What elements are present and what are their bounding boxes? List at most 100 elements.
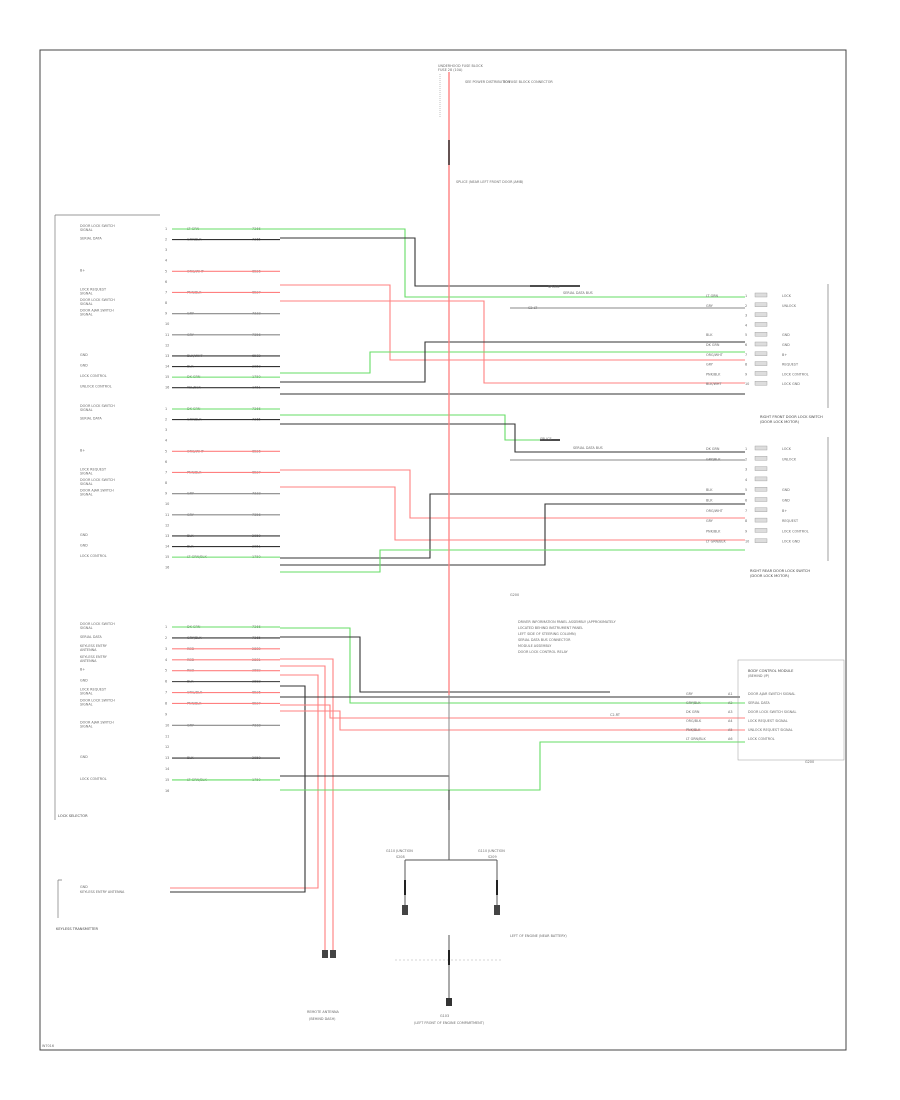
wire-color-label: GRY [686,692,694,696]
pin-number: 12 [165,523,169,527]
wire-route [170,674,319,889]
pin-number: 1 [165,625,167,629]
pin-function-label: B+ [80,268,85,272]
pin-number: 5 [165,269,167,273]
wire-color-label: BLK [706,488,713,492]
pin-number: 4 [745,323,747,327]
terminal [754,292,768,298]
bcm-note-line-2: LOCATED BEHIND INSTRUMENT PANEL [518,626,583,630]
terminal [754,497,768,502]
wire-color-label: GRY [706,519,714,523]
pin-function-label: SIGNAL [80,313,93,317]
pin-function-label: SIGNAL [80,626,93,630]
ground-label: G103 [440,1014,449,1018]
pin-function-label: SIGNAL [80,228,93,232]
rf-door-title: RIGHT FRONT DOOR LOCK SWITCH [760,415,823,419]
pin-number: 6 [745,499,747,503]
fuse-connection: UNDERHOOD FUSE BLOCK FUSE 28 (10A) SEE P… [438,64,553,270]
pin-number: 1 [165,227,167,231]
pin-function-label: SIGNAL [80,482,93,486]
pin-function-label: SIGNAL [80,302,93,306]
pin-number: 1 [165,407,167,411]
terminal [754,381,768,386]
splice-b: SPLICE [540,437,552,441]
pin-number: 7 [745,353,747,357]
keyless-module-label: KEYLESS TRANSMITTER [56,927,99,931]
pin-number: 13 [165,756,169,760]
pin-function-label: LOCK REQUEST [80,688,107,692]
wire-route [280,423,745,453]
pin-function-label: LOCK REQUEST [80,467,107,471]
pin-function-label: LOCK CONTROL [782,372,809,376]
pin-function-label: LOCK [782,447,792,451]
terminal [754,322,768,327]
pin-number: 6 [745,343,747,347]
pin-function-label: REQUEST [782,519,799,523]
pin-number: 8 [745,363,747,367]
wire-route [280,228,745,298]
pin-number: 9 [165,312,167,316]
pin-function-label: SIGNAL [80,408,93,412]
terminal [754,517,768,523]
antenna-sub: (BEHIND DASH) [309,1017,336,1021]
pin-function-label: DOOR LOCK SWITCH [80,698,115,702]
pin-function-label: LOCK REQUEST SIGNAL [748,719,788,723]
fuse-box-name: UNDERHOOD FUSE BLOCK [438,64,484,68]
bottom-splice: G110 JUNCTION G110 JUNCTION S208 S209 LE… [386,810,567,1006]
pin-number: 7 [165,470,167,474]
wire-color-label: PNK/BLK [686,728,701,732]
pin-function-label: LOCK CONTROL [748,737,775,741]
wire-route [280,341,745,383]
wire-route [280,284,745,361]
wire-color-label: LT GRN/BLK [686,737,706,741]
wire-route [280,704,745,719]
wire-route [280,658,334,920]
pin-function-label: B+ [782,509,787,513]
pin-function-label: DOOR LOCK SWITCH [80,298,115,302]
rr-door-sub: (DOOR LOCK MOTOR) [750,574,790,578]
terminal [754,528,768,533]
splice-bottom-label-a: G110 JUNCTION [386,849,413,853]
pin-function-label: DOOR LOCK SWITCH [80,404,115,408]
wire-color-label: BLK [706,499,713,503]
pin-number: 14 [165,545,169,549]
left-connector-block: DOOR LOCK SWITCHSIGNAL1LT GRN7366SERIAL … [80,224,280,390]
pin-function-label: KEYLESS ENTRY [80,644,108,648]
pin-number: 6 [165,680,167,684]
pin-number: 2 [165,636,167,640]
left-module-label: LOCK SELECTOR [58,814,88,818]
pin-function-label: DOOR AJAR SWITCH [80,720,114,724]
wire-route [280,710,745,731]
pin-number: 8 [745,519,747,523]
top-connector-note: TO FUSE BLOCK CONNECTOR [502,80,553,84]
pin-number: 1 [745,294,747,298]
pin-number: 13 [165,354,169,358]
pin-number: 4 [165,439,167,443]
mid-connector-note: SPLICE (NEAR LEFT FRONT DOOR JAMB) [456,180,524,184]
pin-number: A1 [728,692,732,696]
wire-color-label: DK GRN [706,343,720,347]
pin-function-label: UNLOCK [782,304,797,308]
pin-number: 7 [165,691,167,695]
pin-number: 2 [165,418,167,422]
pin-number: 10 [745,382,749,386]
pin-number: 16 [165,789,169,793]
wire-color-label: GRY/BLK [686,701,701,705]
splice-a: SPLICE [548,285,560,289]
wire-route [170,685,306,893]
pin-number: 3 [165,248,167,252]
splice-bottom-label-b: G110 JUNCTION [478,849,505,853]
pin-function-label: GND [80,364,88,368]
pin-number: 16 [165,566,169,570]
wire-route [280,627,745,704]
pin-function-label: DOOR AJAR SWITCH SIGNAL [748,692,795,696]
pin-number: 3 [165,428,167,432]
terminal [754,507,768,512]
page-footer: W7016 [42,1044,54,1048]
pin-function-label: LOCK [782,294,792,298]
pin-number: 12 [165,745,169,749]
pin-function-label: GND [80,533,88,537]
pin-number: 2 [745,457,747,461]
